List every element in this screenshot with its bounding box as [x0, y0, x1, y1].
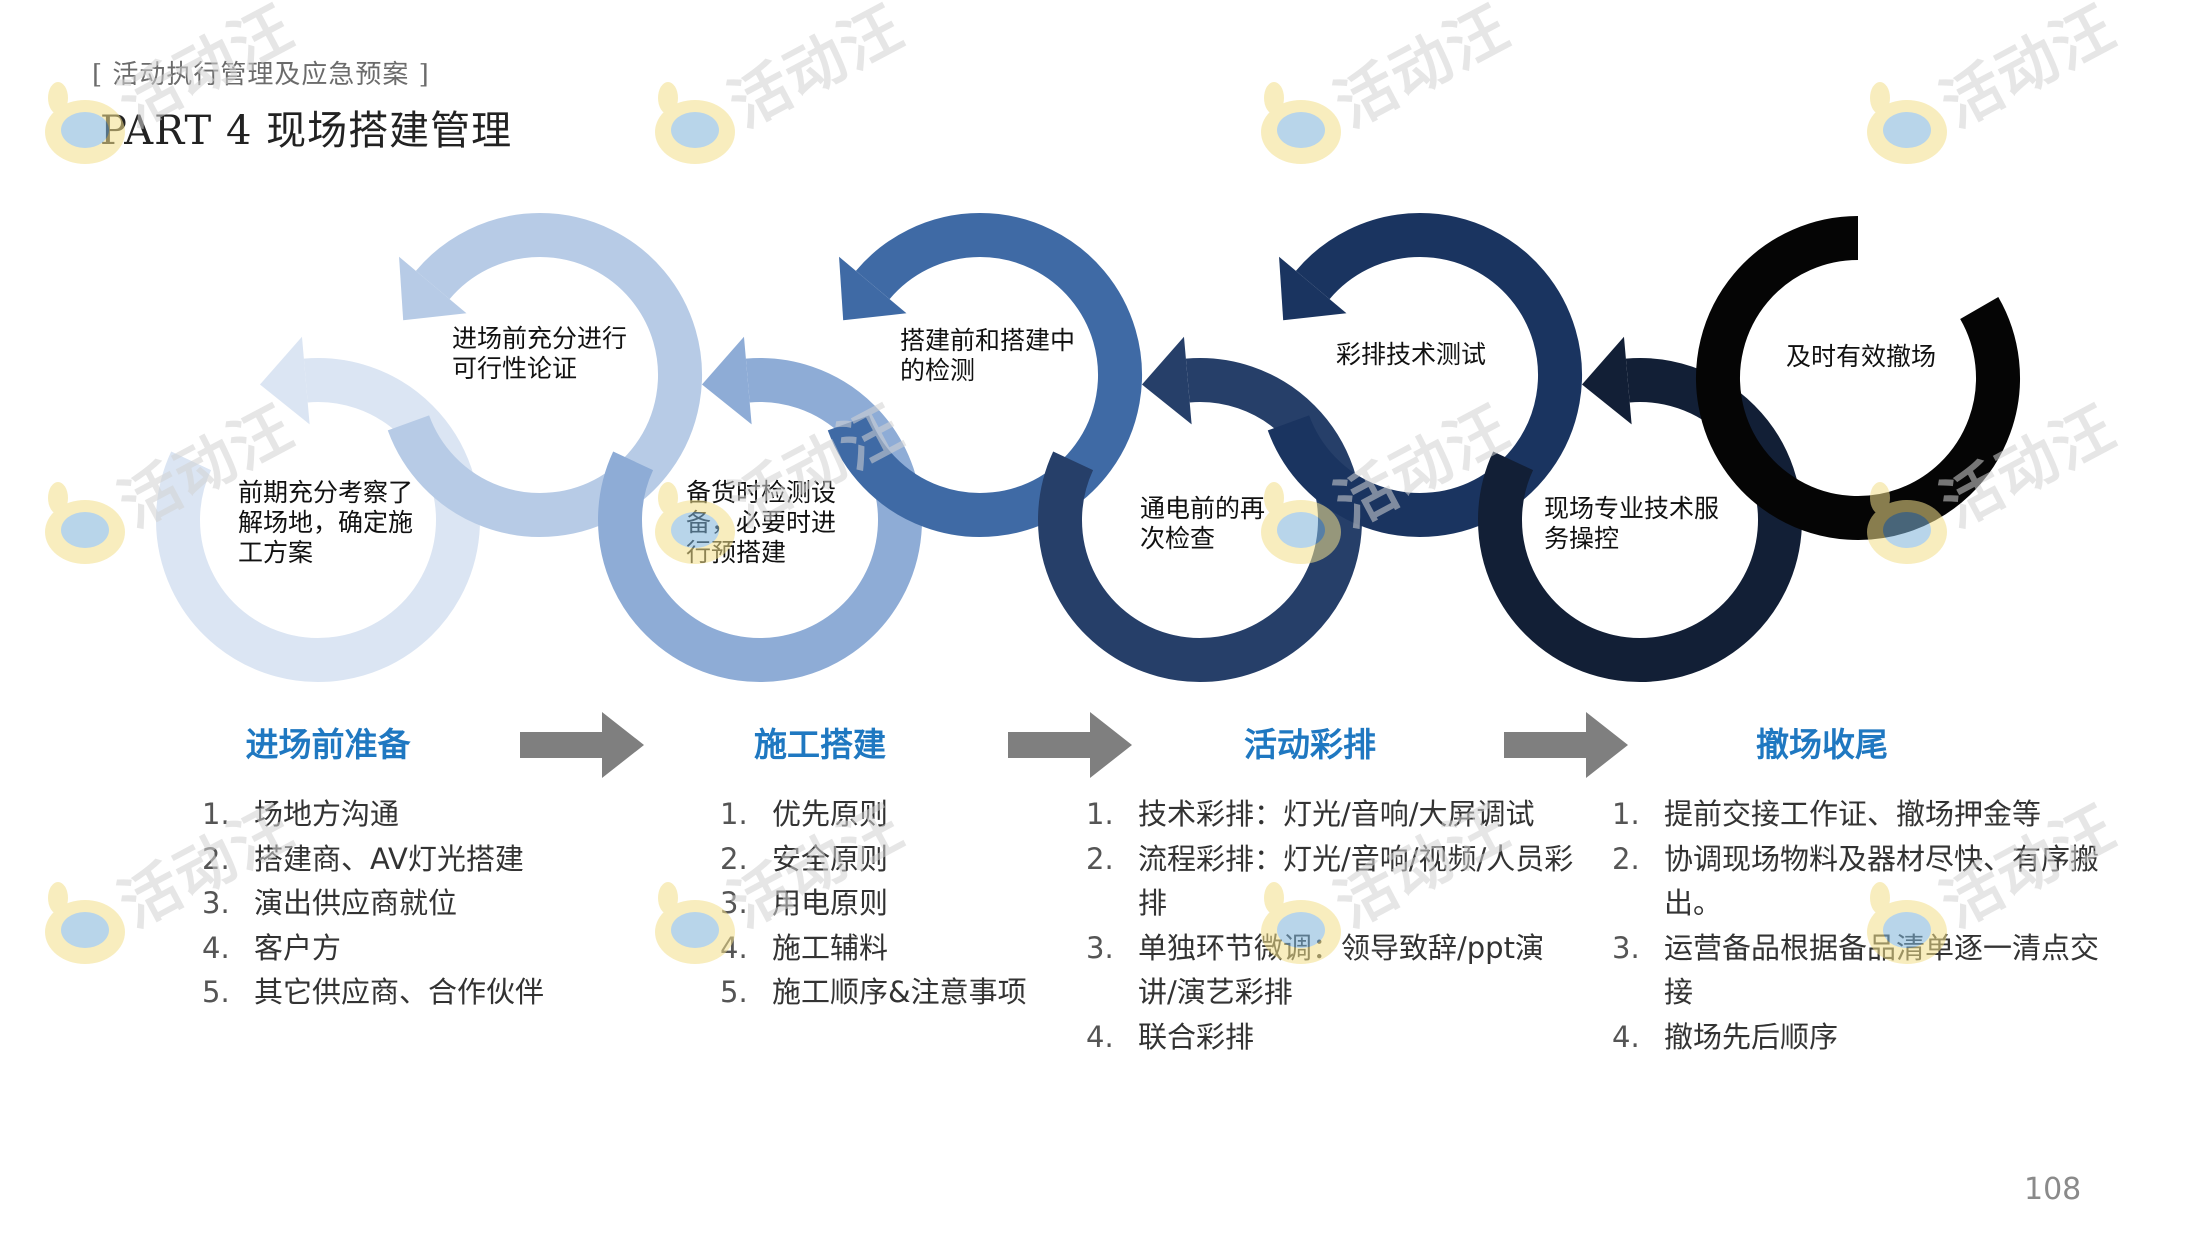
list-item: 3.演出供应商就位 [202, 886, 458, 920]
phase-title-teardown: 撤场收尾 [1756, 725, 1888, 764]
phase-list-prep: 1.场地方沟通 2.搭建商、AV灯光搭建 3.演出供应商就位 4.客户方 5.其… [202, 792, 544, 1015]
loop-arrowhead-5 [1141, 336, 1192, 425]
loop-arc-6 [1267, 213, 1582, 537]
loop-arrowhead-7 [1581, 336, 1632, 425]
list-item: 5.其它供应商、合作伙伴 [202, 975, 545, 1009]
list-item: 2.流程彩排：灯光/音响/视频/人员彩排 [1086, 841, 1574, 921]
phase-arrow-2 [1008, 712, 1132, 778]
loop-arrowhead-3 [701, 336, 752, 425]
phase-list-rehearsal: 1.技术彩排：灯光/音响/大屏调试 2.流程彩排：灯光/音响/视频/人员彩排 3… [1086, 792, 1576, 1059]
loop-arrow-5 [1038, 336, 1362, 682]
list-item: 3.用电原则 [720, 886, 889, 920]
list-item: 4.撤场先后顺序 [1612, 1019, 1839, 1054]
header-kicker: [ 活动执行管理及应急预案 ] [92, 60, 430, 90]
loop-label-7: 现场专业技术服务操控 [1544, 494, 1720, 553]
loop-arrowhead-6 [1279, 256, 1347, 321]
list-item: 4.客户方 [202, 930, 342, 965]
phase-arrow-1 [520, 712, 644, 778]
loop-arrow-2 [387, 213, 702, 537]
loop-label-5: 通电前的再次检查 [1140, 494, 1266, 553]
page-title: PART 4 现场搭建管理 [100, 108, 513, 154]
list-item: 2.搭建商、AV灯光搭建 [202, 841, 524, 876]
list-item: 5.施工顺序&注意事项 [720, 975, 1027, 1009]
loop-label-8: 及时有效撤场 [1786, 342, 1937, 371]
list-item: 1.场地方沟通 [202, 797, 400, 831]
loop-arc-2 [387, 213, 702, 537]
list-item: 3.单独环节微调：领导致辞/ppt演讲/演艺彩排 [1086, 930, 1544, 1010]
loop-arrow-3 [598, 336, 922, 682]
loop-label-2: 进场前充分进行可行性论证 [452, 324, 628, 383]
phase-title-build: 施工搭建 [754, 725, 886, 764]
phase-arrow-3 [1504, 712, 1628, 778]
list-item: 2.协调现场物料及器材尽快、有序搬出。 [1612, 841, 2100, 921]
loop-arc-4 [827, 213, 1142, 537]
loop-arrow-4 [827, 213, 1142, 537]
list-item: 4.施工辅料 [720, 930, 889, 965]
loop-arrow-1 [156, 336, 480, 682]
page-number: 108 [2024, 1172, 2082, 1207]
loop-arrowhead-1 [259, 336, 310, 425]
phase-title-prep: 进场前准备 [245, 725, 411, 764]
loop-arrow-8 [1696, 216, 2020, 540]
loop-label-1: 前期充分考察了解场地，确定施工方案 [238, 478, 414, 567]
phase-title-rehearsal: 活动彩排 [1244, 725, 1376, 764]
loop-arrow-6 [1267, 213, 1582, 537]
list-item: 1.优先原则 [720, 797, 889, 831]
list-item: 4.联合彩排 [1086, 1019, 1255, 1054]
loop-arc-3 [598, 358, 922, 682]
list-item: 3.运营备品根据备品清单逐一清点交接 [1612, 930, 2100, 1010]
loop-label-6: 彩排技术测试 [1336, 340, 1487, 369]
phase-list-teardown: 1.提前交接工作证、撤场押金等 2.协调现场物料及器材尽快、有序搬出。 3.运营… [1612, 792, 2102, 1059]
list-item: 2.安全原则 [720, 841, 889, 876]
phase-list-build: 1.优先原则 2.安全原则 3.用电原则 4.施工辅料 5.施工顺序&注意事项 [720, 792, 1027, 1015]
loop-arc-1 [156, 358, 480, 682]
loop-arc-5 [1038, 358, 1362, 682]
loop-arrowhead-4 [839, 256, 907, 321]
loop-label-4: 搭建前和搭建中的检测 [900, 326, 1076, 385]
list-item: 1.技术彩排：灯光/音响/大屏调试 [1086, 797, 1535, 831]
loop-arrowhead-2 [399, 256, 467, 321]
loop-arc-8 [1696, 216, 2020, 540]
loop-label-3: 备货时检测设备，必要时进行预搭建 [686, 478, 837, 567]
list-item: 1.提前交接工作证、撤场押金等 [1612, 797, 2042, 831]
